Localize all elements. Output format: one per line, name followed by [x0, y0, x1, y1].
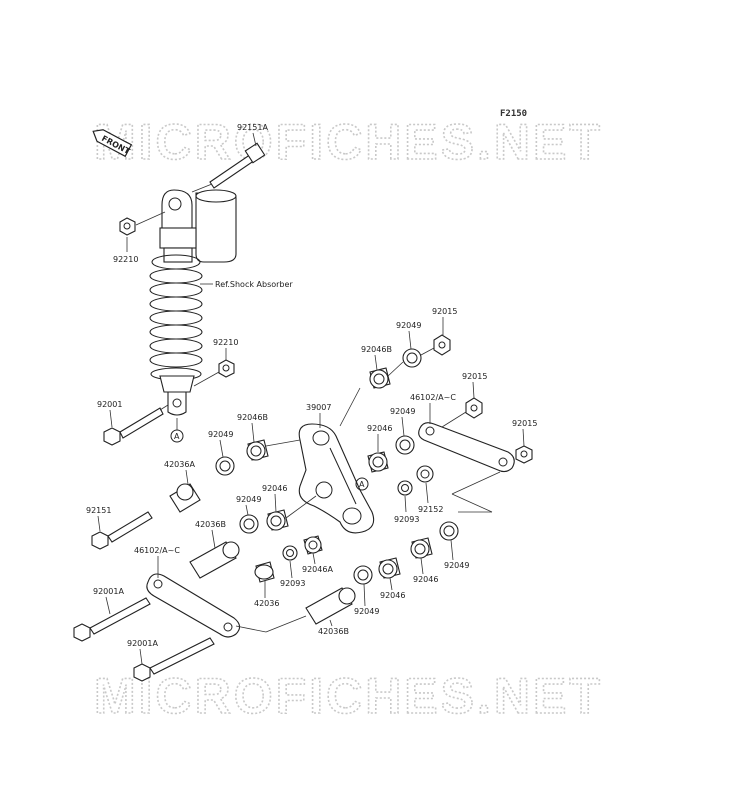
- bearing-92046A: [303, 535, 323, 555]
- bearing-92046B-left: [246, 439, 269, 461]
- label-42036: 42036: [254, 599, 279, 608]
- bolt-92001: [103, 407, 164, 446]
- label-46102-left: 46102/A~C: [134, 546, 180, 555]
- label-92001A-a: 92001A: [93, 587, 124, 596]
- bearing-92046B-upper: [369, 367, 391, 389]
- label-92015-c: 92015: [512, 419, 537, 428]
- link-46102-right: [418, 422, 515, 473]
- label-92210-mid: 92210: [213, 338, 238, 347]
- nut-92210-mid: [218, 359, 235, 378]
- label-92210-top: 92210: [113, 255, 138, 264]
- nut-92015-mid: [465, 397, 483, 419]
- collar-92049-mid: [395, 435, 415, 455]
- label-92093-a: 92093: [394, 515, 419, 524]
- label-42036A: 42036A: [164, 460, 195, 469]
- label-92049-c: 92049: [208, 430, 233, 439]
- seal-92093-left: [282, 545, 298, 561]
- label-92001A-b: 92001A: [127, 639, 158, 648]
- bolt-92001A-lower: [133, 637, 215, 682]
- label-92046A: 92046A: [302, 565, 333, 574]
- label-92046-d: 92046: [413, 575, 438, 584]
- seal-92093-right: [397, 480, 413, 496]
- figure-code: F2150: [500, 109, 527, 119]
- label-92015-b: 92015: [462, 372, 487, 381]
- label-92152: 92152: [418, 505, 443, 514]
- label-92001: 92001: [97, 400, 122, 409]
- bearing-92046-lower-b: [410, 537, 433, 559]
- label-92046B-a: 92046B: [361, 345, 392, 354]
- label-92093-b: 92093: [280, 579, 305, 588]
- rocker-arm-39007: [298, 423, 375, 534]
- shock-absorber: [149, 189, 237, 416]
- ref-marker-a-left-text: A: [174, 432, 180, 441]
- label-92015-a: 92015: [432, 307, 457, 316]
- collar-42036B-lower: [305, 587, 356, 625]
- label-46102-right: 46102/A~C: [410, 393, 456, 402]
- label-92049-b: 92049: [390, 407, 415, 416]
- bearing-92046-mid: [367, 451, 389, 473]
- bearing-92046-lower-a: [378, 557, 401, 579]
- label-42036B-b: 42036B: [318, 627, 349, 636]
- nut-92015-right: [515, 445, 533, 464]
- ref-marker-a-right-text: A: [359, 480, 365, 489]
- collar-92049-left-mid: [239, 514, 259, 534]
- label-92046-b: 92046: [262, 484, 287, 493]
- nut-92210-top: [119, 217, 136, 236]
- bolt-92001A-upper: [73, 597, 151, 642]
- label-42036B-a: 42036B: [195, 520, 226, 529]
- bearing-92046-left: [266, 509, 289, 531]
- collar-92049-upper: [402, 348, 422, 368]
- collar-42036: [254, 561, 275, 583]
- label-92046B-b: 92046B: [237, 413, 268, 422]
- label-92049-a: 92049: [396, 321, 421, 330]
- label-92151: 92151: [86, 506, 111, 515]
- label-92151A: 92151A: [237, 123, 268, 132]
- ref-marker-a-right: [355, 477, 369, 491]
- label-92049-e: 92049: [354, 607, 379, 616]
- nut-92015-top: [433, 334, 451, 356]
- watermark-bottom: MICROFICHES.NET: [94, 668, 603, 724]
- collar-92049-left-upper: [215, 456, 235, 476]
- watermark-top: MICROFICHES.NET: [94, 114, 603, 170]
- label-92046-a: 92046: [367, 424, 392, 433]
- ref-shock-absorber-note: Ref.Shock Absorber: [215, 280, 293, 289]
- label-92046-c: 92046: [380, 591, 405, 600]
- bolt-92151A: [191, 142, 266, 193]
- collar-92049-lower-right: [439, 521, 459, 541]
- label-92049-d: 92049: [236, 495, 261, 504]
- shock-spring: [149, 254, 203, 381]
- label-92049-f: 92049: [444, 561, 469, 570]
- link-46102-left: [146, 573, 241, 638]
- collar-92049-lower-left: [353, 565, 373, 585]
- bolt-92151: [91, 511, 153, 550]
- collar-42036B-upper: [189, 541, 240, 579]
- label-39007: 39007: [306, 403, 331, 412]
- collar-42036A: [169, 483, 201, 513]
- cap-92152: [416, 465, 434, 483]
